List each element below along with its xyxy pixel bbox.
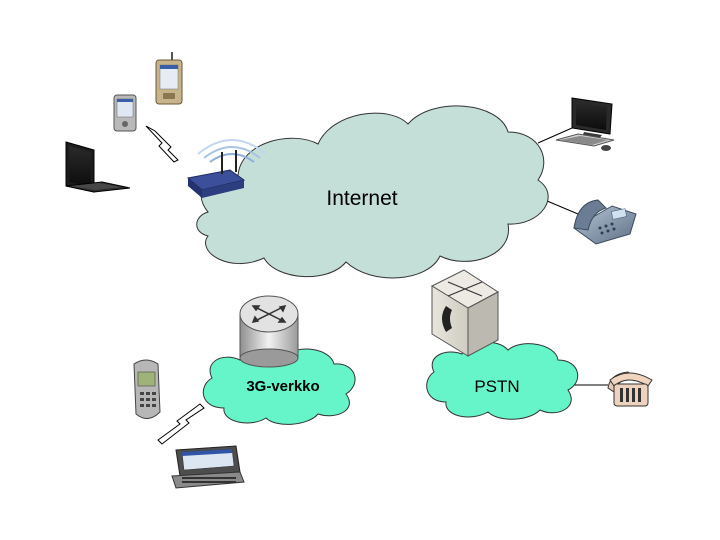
- ip-phone-icon: [573, 199, 637, 245]
- communicator-phone-icon: [171, 445, 245, 489]
- pstn-label: PSTN: [474, 377, 519, 396]
- connection-lines: [537, 127, 608, 386]
- pda-icon: [113, 94, 137, 132]
- landline-phone-icon: [607, 371, 653, 407]
- mobile-network-label: 3G-verkko: [246, 378, 319, 395]
- desktop-computer-icon: [555, 97, 615, 151]
- wireless-link-bolt-top: [145, 125, 179, 163]
- mobile-phone-icon: [133, 359, 161, 419]
- laptop-icon: [65, 141, 131, 193]
- router-icon: [239, 295, 299, 368]
- internet-label: Internet: [326, 187, 397, 210]
- smartphone-icon: [155, 52, 183, 105]
- wireless-router-icon: [186, 139, 267, 198]
- internet-cloud: [196, 105, 549, 279]
- link-internet-desktop: [537, 127, 573, 144]
- wireless-link-bolt-bottom: [157, 403, 205, 445]
- telephone-switch-icon: [430, 269, 499, 357]
